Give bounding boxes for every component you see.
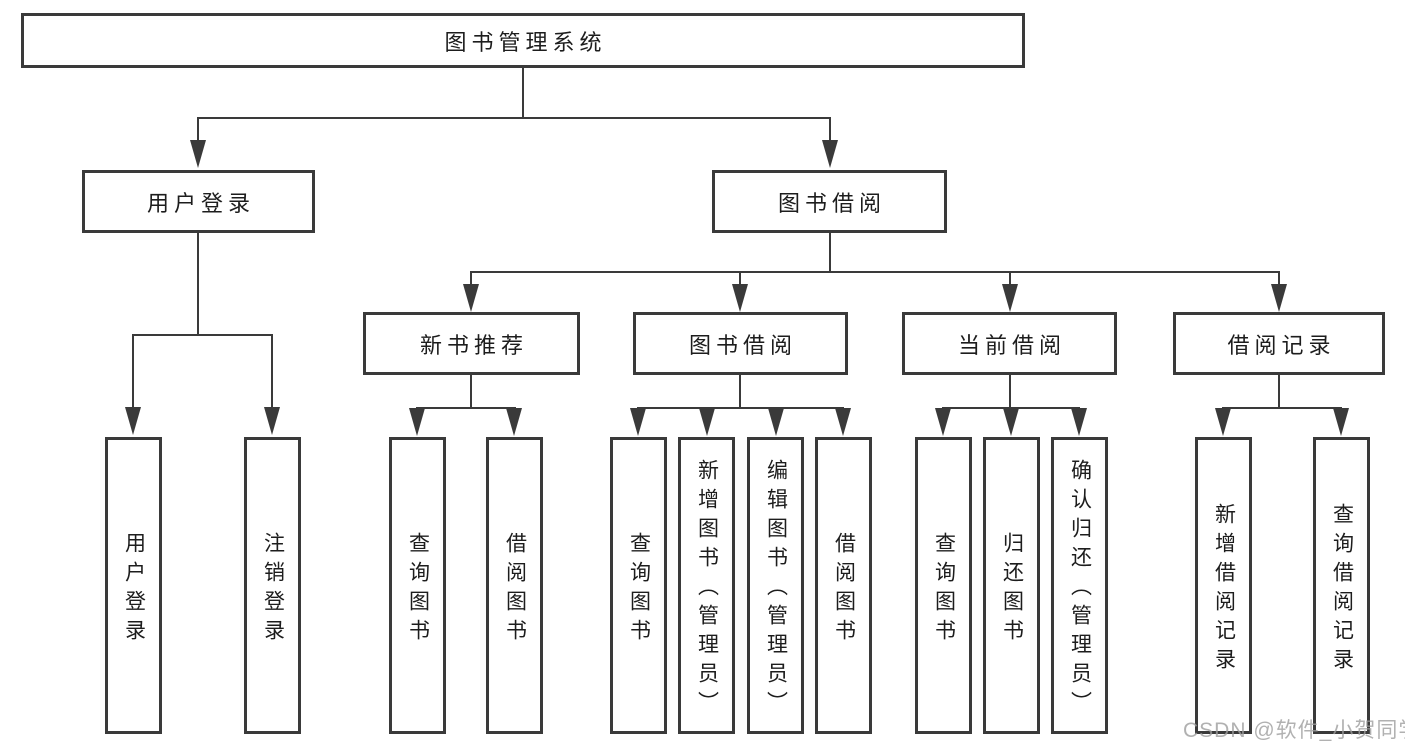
arrow-down-icon — [822, 140, 838, 168]
leaf-query-books-3-label: 查询图书 — [932, 531, 956, 648]
arrow-down-icon — [1002, 284, 1018, 312]
node-new-book-recommend: 新书推荐 — [363, 312, 580, 375]
arrow-down-icon — [1071, 408, 1087, 436]
connector-line — [1278, 271, 1280, 287]
node-new-book-recommend-label: 新书推荐 — [419, 332, 528, 358]
node-root-label: 图书管理系统 — [444, 29, 607, 55]
node-book-management-label: 图书借阅 — [777, 190, 886, 216]
leaf-edit-book-admin-label: 编辑图书（管理员） — [764, 459, 788, 720]
arrow-down-icon — [768, 408, 784, 436]
arrow-down-icon — [1003, 408, 1019, 436]
leaf-borrow-books-1: 借阅图书 — [486, 437, 543, 734]
node-book-borrowing: 图书借阅 — [633, 312, 848, 375]
arrow-down-icon — [1333, 408, 1349, 436]
connector-line — [1278, 375, 1280, 409]
leaf-query-books-1-label: 查询图书 — [406, 531, 430, 648]
connector-line — [522, 68, 524, 118]
connector-line — [1009, 375, 1011, 409]
arrow-down-icon — [409, 408, 425, 436]
leaf-borrow-books-2: 借阅图书 — [815, 437, 872, 734]
leaf-logout: 注销登录 — [244, 437, 301, 734]
connector-line — [132, 334, 273, 336]
arrow-down-icon — [125, 407, 141, 435]
arrow-down-icon — [1271, 284, 1287, 312]
connector-line — [739, 271, 741, 287]
node-current-borrowing: 当前借阅 — [902, 312, 1117, 375]
leaf-confirm-return-admin-label: 确认归还（管理员） — [1068, 459, 1092, 720]
connector-line — [271, 334, 273, 412]
node-user-login: 用户登录 — [82, 170, 315, 233]
arrow-down-icon — [264, 407, 280, 435]
leaf-query-books-3: 查询图书 — [915, 437, 972, 734]
connector-line — [637, 407, 844, 409]
node-borrow-records: 借阅记录 — [1173, 312, 1385, 375]
leaf-return-books-label: 归还图书 — [1000, 531, 1024, 648]
arrow-down-icon — [1215, 408, 1231, 436]
leaf-user-login-label: 用户登录 — [122, 531, 146, 648]
connector-line — [197, 117, 831, 119]
leaf-add-borrow-record: 新增借阅记录 — [1195, 437, 1252, 734]
arrow-down-icon — [732, 284, 748, 312]
connector-line — [132, 334, 134, 412]
arrow-down-icon — [463, 284, 479, 312]
leaf-confirm-return-admin: 确认归还（管理员） — [1051, 437, 1108, 734]
node-root: 图书管理系统 — [21, 13, 1025, 68]
leaf-borrow-books-2-label: 借阅图书 — [832, 531, 856, 648]
leaf-query-books-2: 查询图书 — [610, 437, 667, 734]
leaf-borrow-books-1-label: 借阅图书 — [503, 531, 527, 648]
connector-line — [197, 117, 199, 149]
arrow-down-icon — [630, 408, 646, 436]
node-current-borrowing-label: 当前借阅 — [957, 332, 1066, 358]
leaf-add-book-admin-label: 新增图书（管理员） — [695, 459, 719, 720]
arrow-down-icon — [699, 408, 715, 436]
connector-line — [416, 407, 516, 409]
arrow-down-icon — [190, 140, 206, 168]
leaf-user-login: 用户登录 — [105, 437, 162, 734]
leaf-query-borrow-record-label: 查询借阅记录 — [1330, 502, 1354, 677]
arrow-down-icon — [835, 408, 851, 436]
arrow-down-icon — [935, 408, 951, 436]
connector-line — [1009, 271, 1011, 287]
leaf-return-books: 归还图书 — [983, 437, 1040, 734]
arrow-down-icon — [506, 408, 522, 436]
connector-line — [470, 271, 472, 287]
node-book-borrowing-label: 图书借阅 — [688, 332, 797, 358]
connector-line — [739, 375, 741, 409]
leaf-add-book-admin: 新增图书（管理员） — [678, 437, 735, 734]
connector-line — [829, 117, 831, 149]
connector-line — [470, 271, 1280, 273]
leaf-edit-book-admin: 编辑图书（管理员） — [747, 437, 804, 734]
node-book-management: 图书借阅 — [712, 170, 947, 233]
node-borrow-records-label: 借阅记录 — [1227, 332, 1336, 358]
leaf-query-books-2-label: 查询图书 — [627, 531, 651, 648]
csdn-watermark: CSDN @软件_小贺同学 — [1183, 719, 1405, 742]
leaf-logout-label: 注销登录 — [261, 531, 285, 648]
connector-line — [197, 233, 199, 336]
leaf-query-books-1: 查询图书 — [389, 437, 446, 734]
node-user-login-label: 用户登录 — [146, 190, 255, 216]
leaf-add-borrow-record-label: 新增借阅记录 — [1212, 502, 1236, 677]
leaf-query-borrow-record: 查询借阅记录 — [1313, 437, 1370, 734]
connector-line — [829, 233, 831, 272]
connector-line — [470, 375, 472, 409]
connector-line — [1222, 407, 1342, 409]
